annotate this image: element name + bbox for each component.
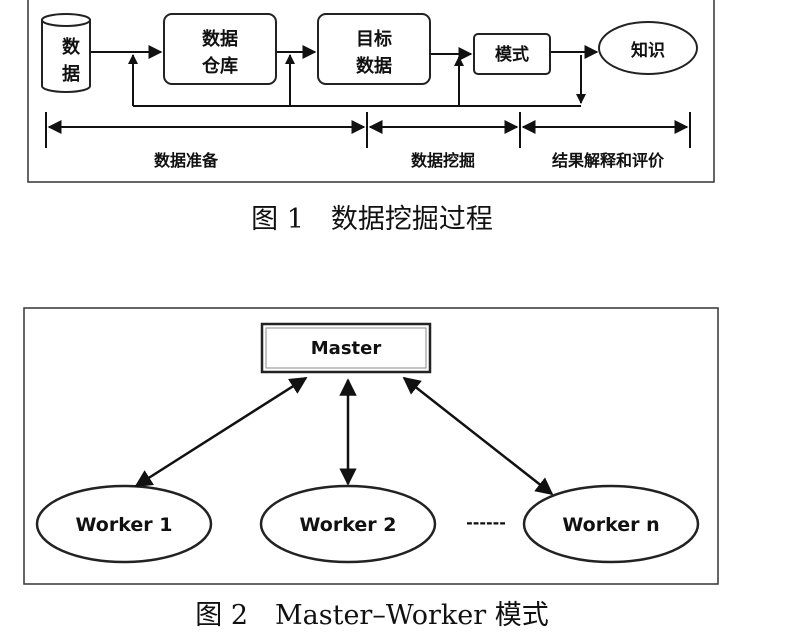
pattern-label: 模式 (495, 44, 529, 65)
worker-2-label: Worker 2 (300, 514, 397, 536)
knowledge-label: 知识 (630, 40, 665, 61)
worker-n-label: Worker n (562, 514, 659, 536)
knowledge-node: 知识 (598, 21, 698, 75)
database-node: 数 据 (41, 13, 91, 93)
worker-n-node: Worker n (522, 484, 700, 564)
warehouse-node: 数据 仓库 (163, 13, 277, 85)
worker-2-node: Worker 2 (259, 484, 437, 564)
flow-arrows (91, 45, 599, 107)
worker-1-label: Worker 1 (76, 514, 173, 536)
figure1-caption: 图 1 数据挖掘过程 (251, 204, 493, 235)
target-data-label-2: 数据 (356, 55, 392, 77)
target-data-node: 目标 数据 (317, 13, 431, 85)
database-label-1: 数 (62, 36, 81, 58)
database-label-2: 据 (62, 63, 80, 85)
warehouse-label-1: 数据 (202, 28, 238, 50)
phase-evaluation-label: 结果解释和评价 (551, 151, 665, 170)
phase-timeline (45, 112, 691, 148)
worker-ellipsis: ------ (466, 513, 506, 532)
pattern-node: 模式 (473, 33, 551, 75)
figure1-frame (27, 0, 715, 183)
figure2-frame (23, 307, 719, 585)
target-data-label-1: 目标 (356, 28, 392, 50)
figure2-caption: 图 2 Master–Worker 模式 (195, 600, 549, 631)
phase-preparation-label: 数据准备 (154, 151, 219, 170)
worker-1-node: Worker 1 (35, 484, 213, 564)
master-worker-connections (134, 376, 554, 496)
phase-mining-label: 数据挖掘 (411, 151, 475, 170)
master-node: Master (260, 322, 432, 374)
master-label: Master (311, 338, 382, 359)
warehouse-label-2: 仓库 (201, 55, 238, 77)
